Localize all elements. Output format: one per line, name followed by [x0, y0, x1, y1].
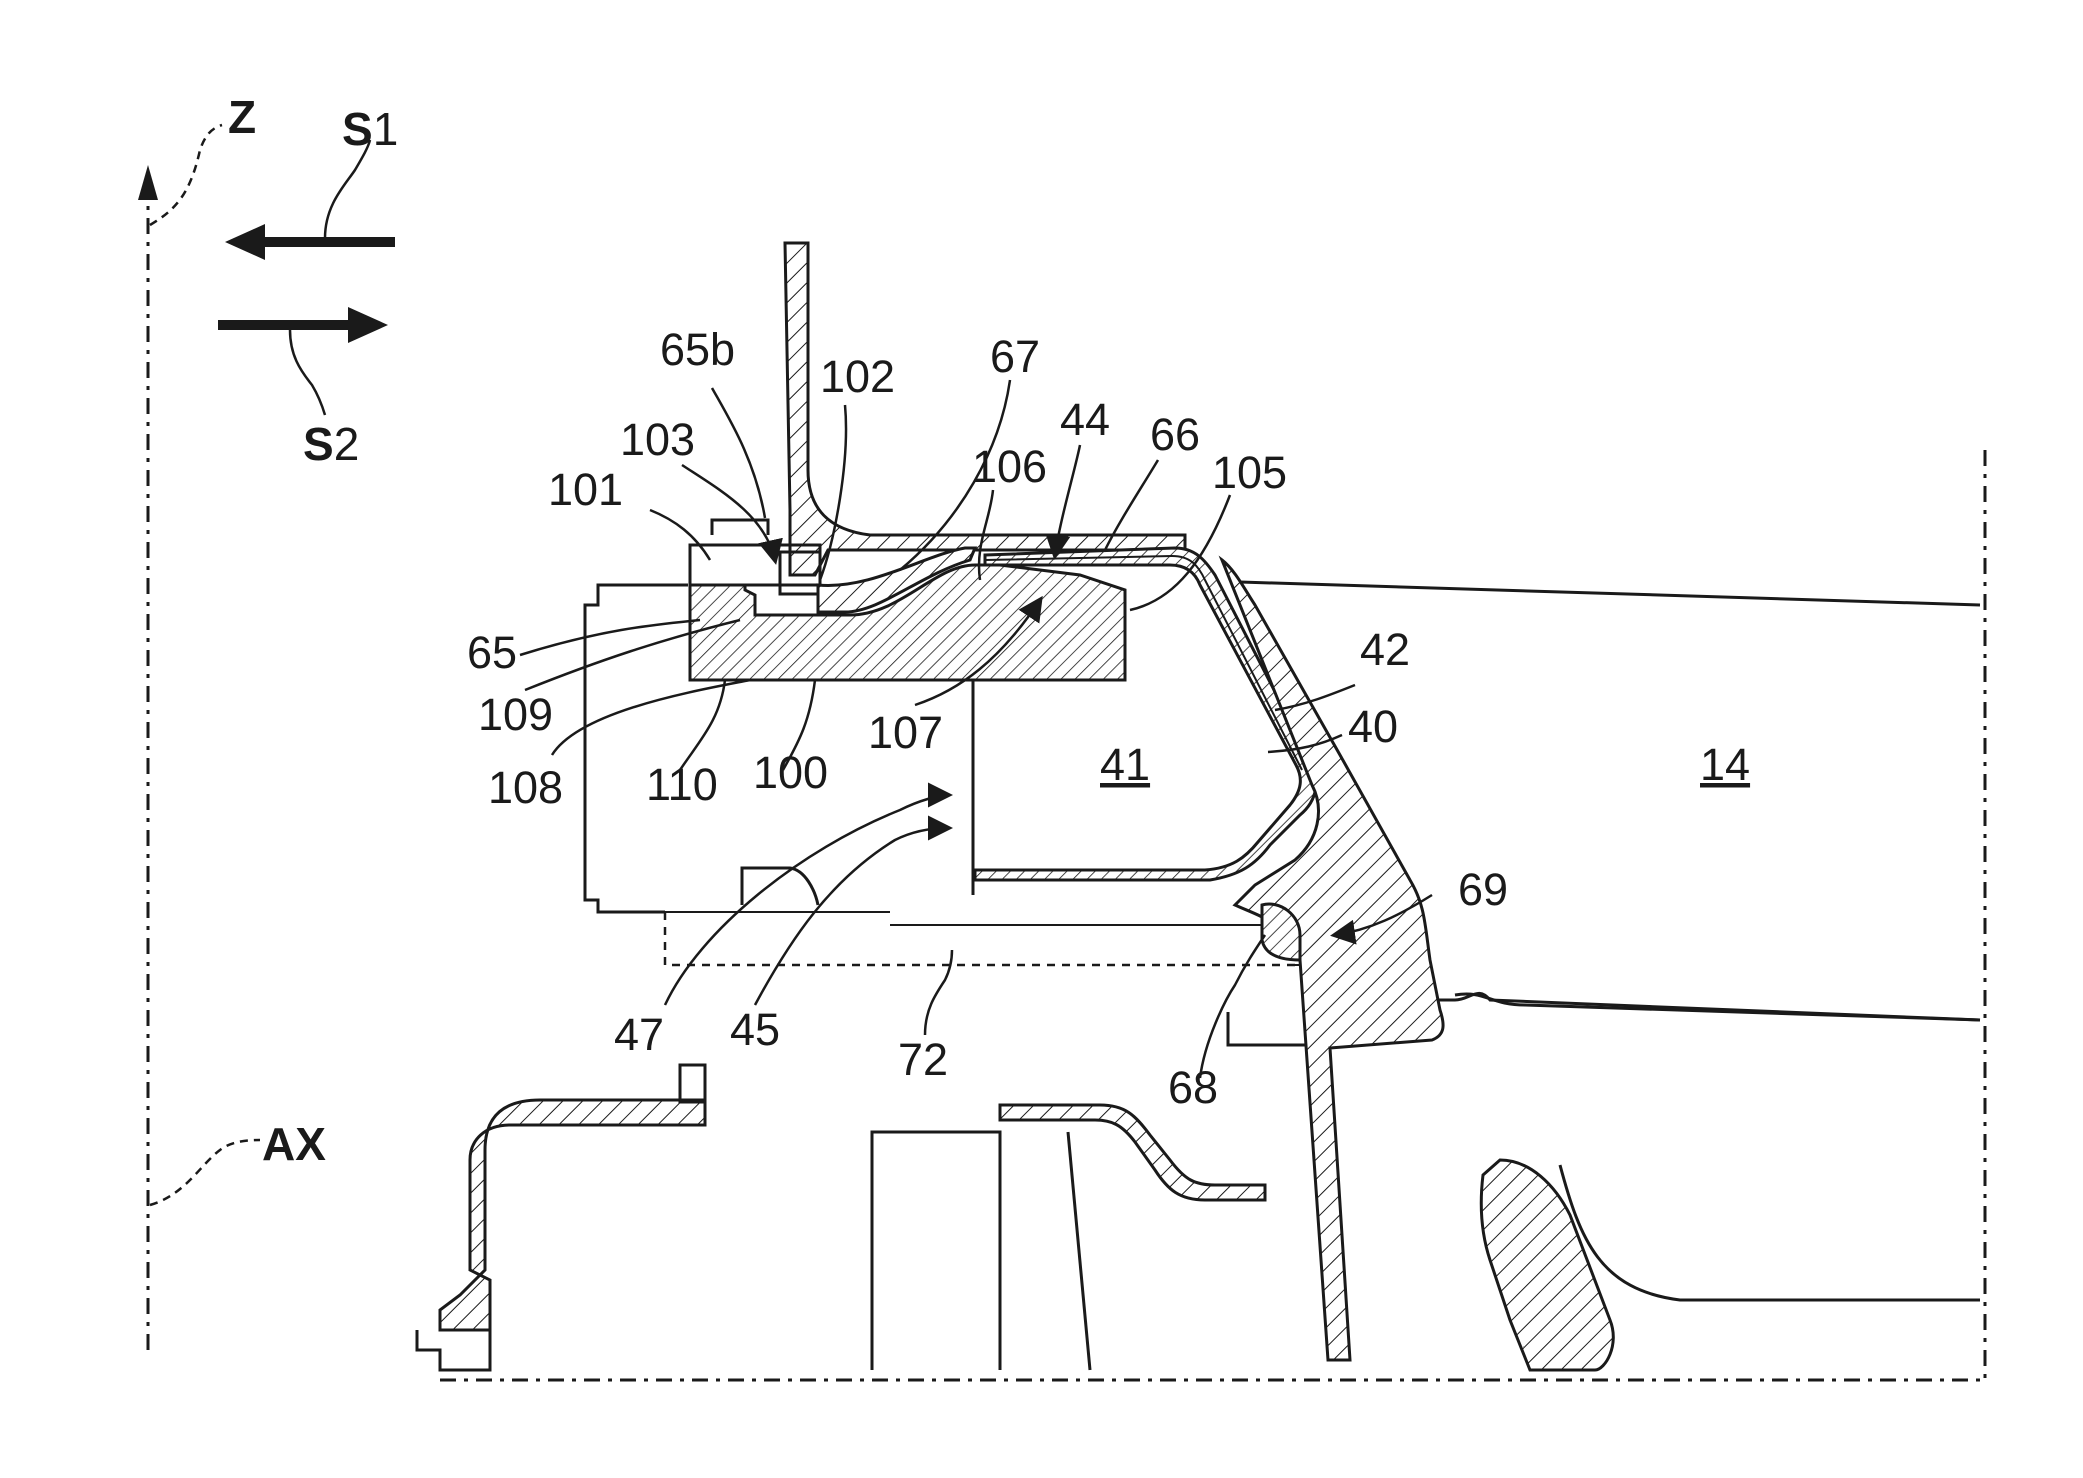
label-47: 47: [614, 1009, 664, 1060]
label-40: 40: [1348, 701, 1398, 752]
axial-line-label-leader: [150, 1140, 260, 1205]
lower-left-bracket: [440, 1065, 705, 1330]
label-105: 105: [1212, 447, 1287, 498]
label-65b: 65b: [660, 324, 735, 375]
label-106: 106: [972, 441, 1047, 492]
label-41: 41: [1100, 739, 1150, 790]
label-100: 100: [753, 747, 828, 798]
z-axis-label: Z: [228, 91, 256, 143]
label-102: 102: [820, 351, 895, 402]
reference-labels: 65b 103 101 102 67 44 66 106 105 65 109 …: [467, 324, 1750, 1113]
label-44: 44: [1060, 394, 1110, 445]
direction-s2-arrow: [218, 307, 388, 415]
label-108: 108: [488, 762, 563, 813]
direction-s2-label: S2: [303, 418, 359, 470]
direction-s1-label: S1: [342, 103, 398, 155]
label-45: 45: [730, 1004, 780, 1055]
label-103: 103: [620, 414, 695, 465]
z-axis-arrowhead-icon: [138, 165, 158, 200]
label-110: 110: [646, 759, 718, 810]
axial-axis-label: AX: [262, 1118, 326, 1170]
label-68: 68: [1168, 1062, 1218, 1113]
right-arrow-icon: [348, 307, 388, 343]
bracket-tip: [680, 1065, 705, 1102]
z-axis: [138, 125, 222, 1350]
lower-right-part: [1481, 1160, 1613, 1370]
label-65: 65: [467, 627, 517, 678]
label-67: 67: [990, 331, 1040, 382]
label-109: 109: [478, 689, 553, 740]
label-72: 72: [898, 1034, 948, 1085]
left-arrow-icon: [225, 224, 265, 260]
direction-s1-arrow: [225, 140, 395, 260]
label-42: 42: [1360, 624, 1410, 675]
label-66: 66: [1150, 409, 1200, 460]
label-101: 101: [548, 464, 623, 515]
bracket-foot: [417, 1330, 490, 1370]
feature-109: [755, 595, 760, 615]
label-14: 14: [1700, 739, 1750, 790]
label-69: 69: [1458, 864, 1508, 915]
shaft-72: [665, 912, 1330, 965]
lower-plate: [1000, 1105, 1265, 1200]
label-107: 107: [868, 707, 943, 758]
